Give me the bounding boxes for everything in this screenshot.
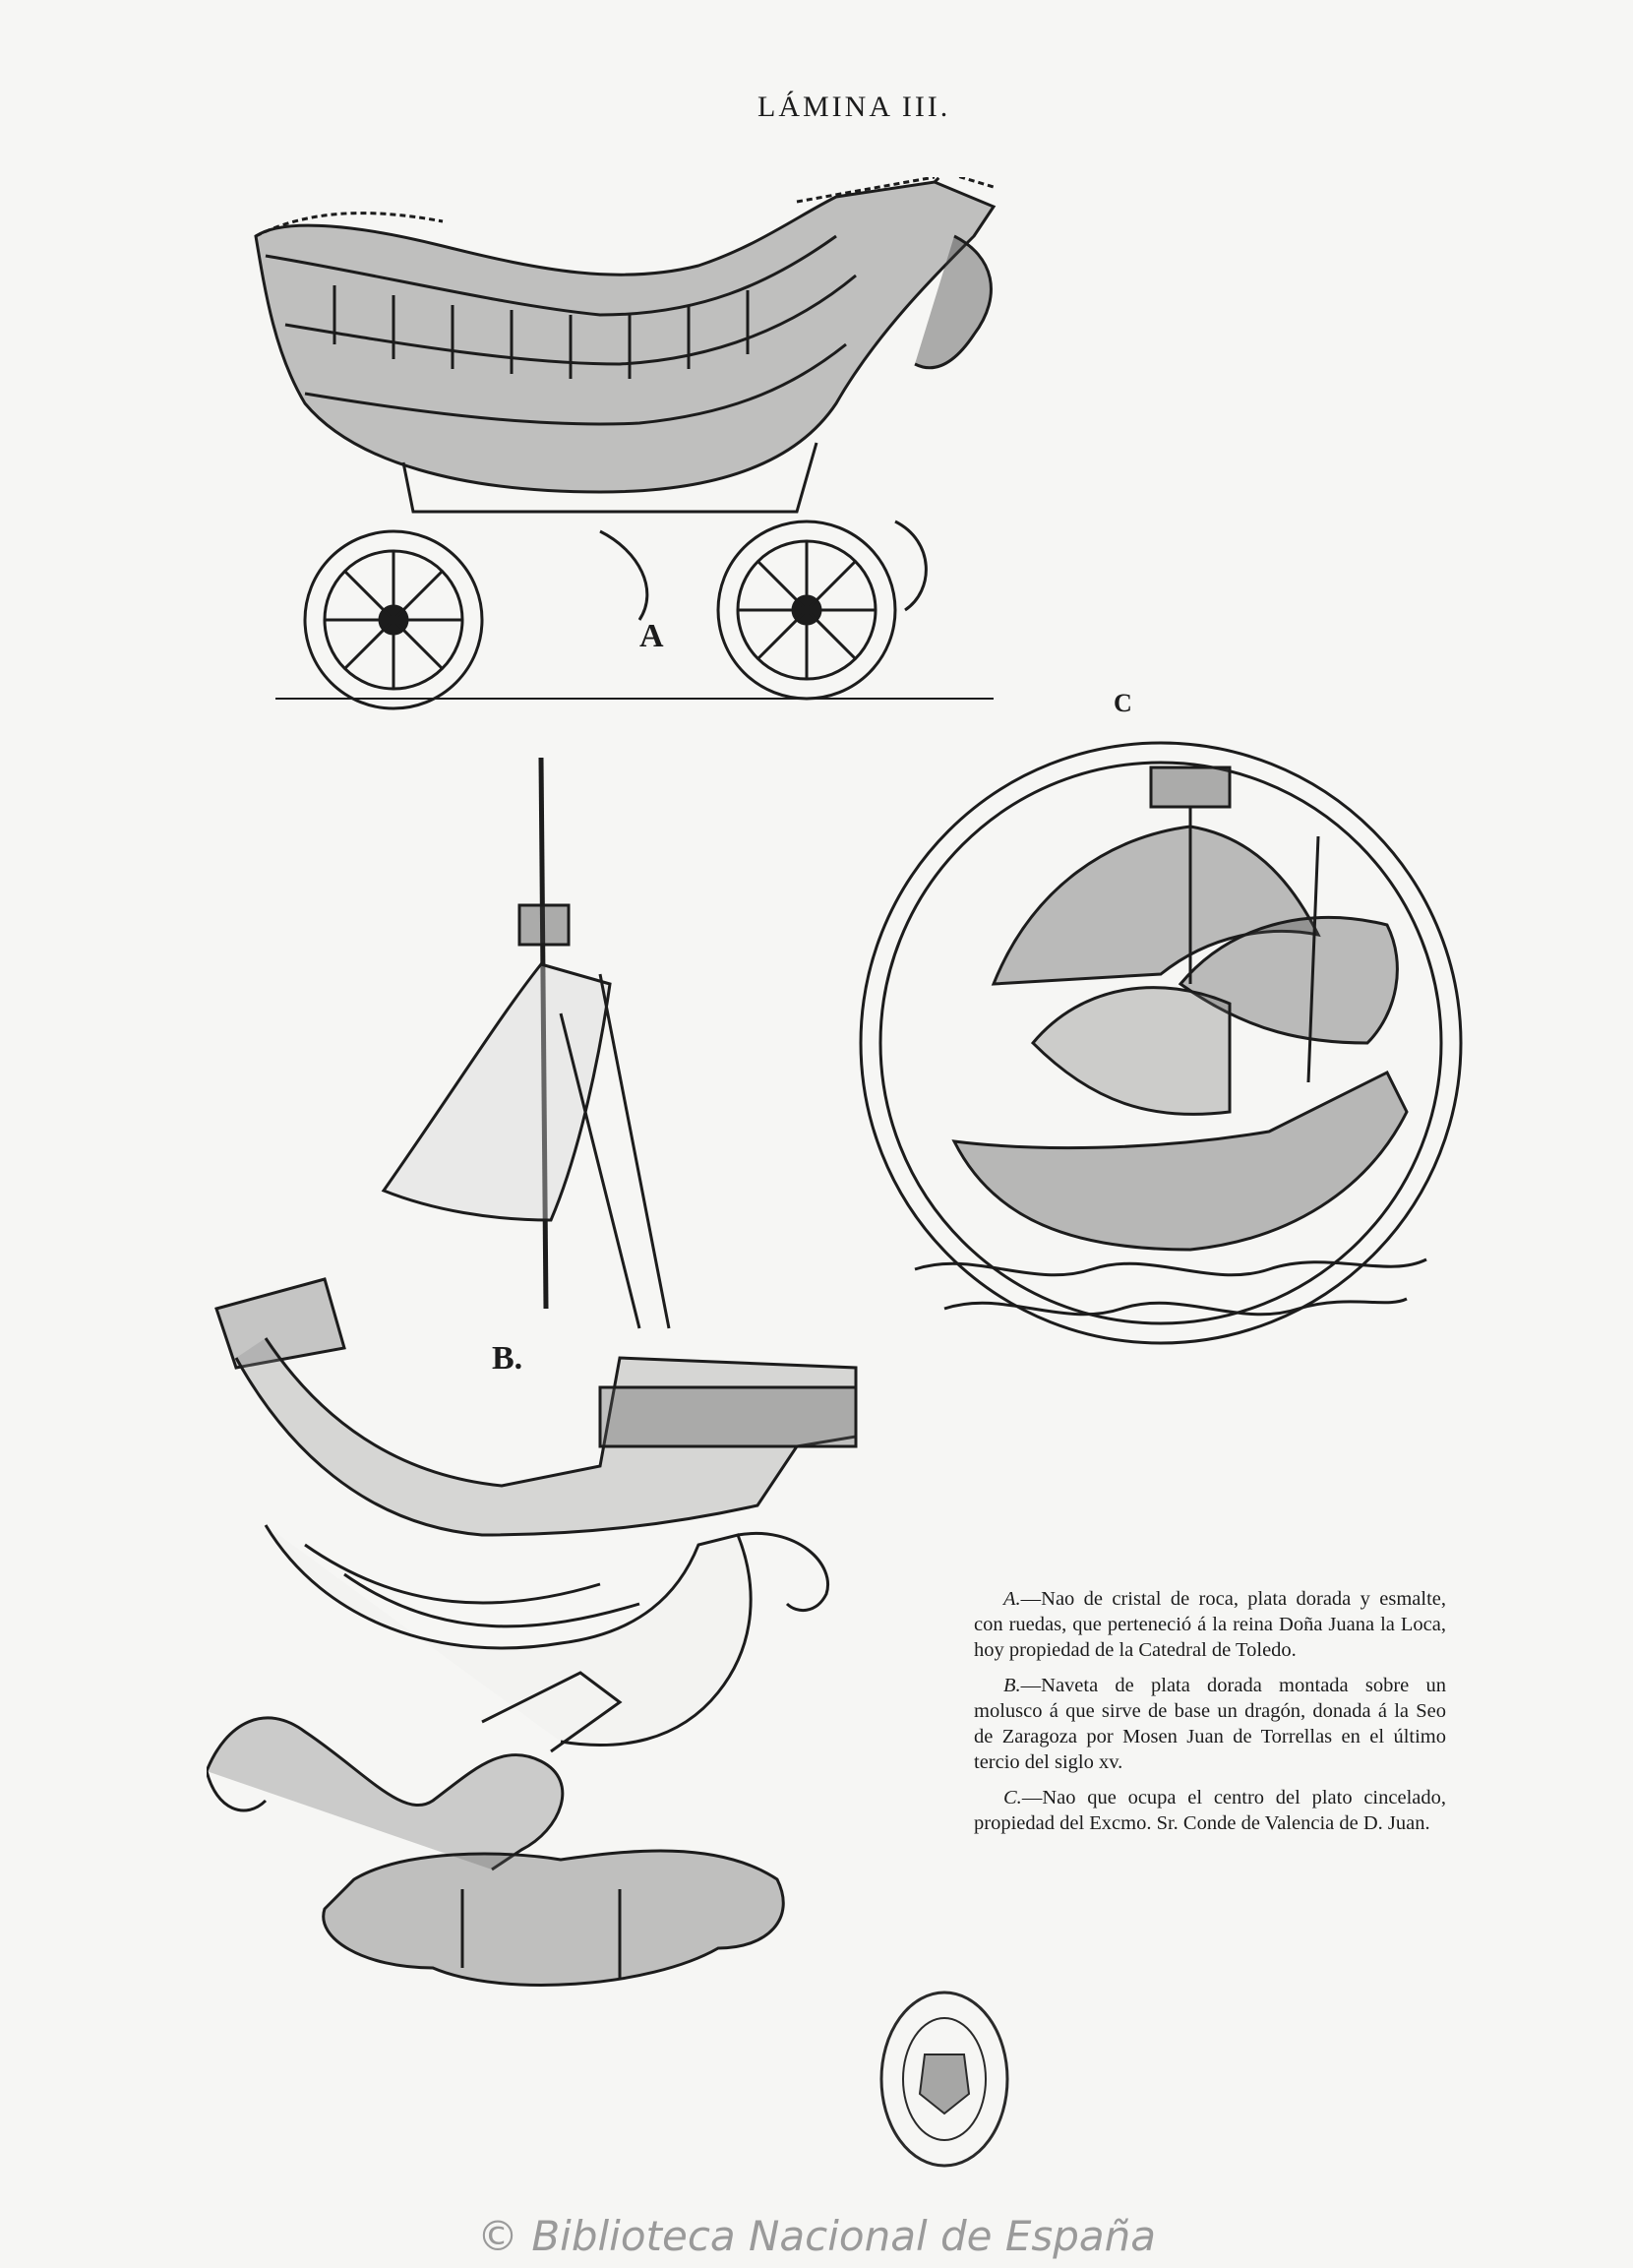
caption-b: B.—Naveta de plata dorada montada sobre …	[974, 1673, 1446, 1775]
caption-c-text: —Nao que ocupa el centro del plato cince…	[974, 1787, 1446, 1834]
dragon-nef-ship-icon	[207, 758, 858, 1987]
caption-block: A.—Nao de cristal de roca, plata dorada …	[974, 1586, 1446, 1846]
caption-c: C.—Nao que ocupa el centro del plato cin…	[974, 1785, 1446, 1836]
library-stamp-icon	[879, 1991, 1009, 2168]
caption-a: A.—Nao de cristal de roca, plata dorada …	[974, 1586, 1446, 1663]
wheeled-nef-ship-icon	[254, 177, 997, 710]
copyright-watermark: © Biblioteca Nacional de España	[476, 2212, 1157, 2260]
figure-a-label: A	[639, 618, 664, 654]
ship-medallion-icon	[859, 741, 1463, 1345]
figure-c-label: C	[1114, 689, 1132, 717]
caption-c-label: C.	[1003, 1787, 1022, 1808]
caption-a-label: A.	[1003, 1588, 1021, 1610]
caption-b-text: —Naveta de plata dorada montada sobre un…	[974, 1675, 1446, 1773]
caption-a-text: —Nao de cristal de roca, plata dorada y …	[974, 1588, 1446, 1661]
caption-b-label: B.	[1003, 1675, 1021, 1696]
page-title: LÁMINA III.	[757, 91, 951, 123]
figure-b-label: B.	[492, 1340, 523, 1377]
